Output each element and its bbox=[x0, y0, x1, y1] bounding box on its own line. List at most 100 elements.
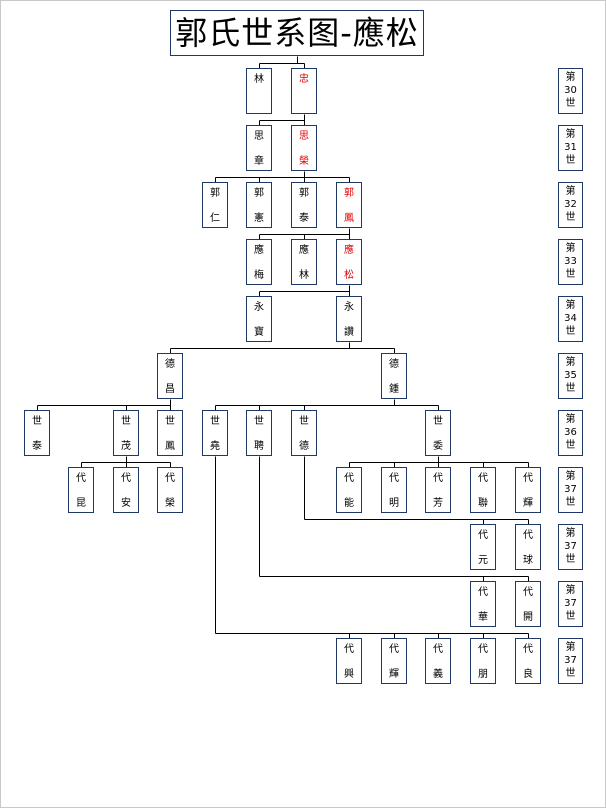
name-char: 世 bbox=[433, 416, 443, 427]
name-char: 世 bbox=[165, 416, 175, 427]
name-char: 德 bbox=[389, 359, 399, 370]
name-char: 代 bbox=[478, 644, 488, 655]
person-node: 德鍾 bbox=[381, 353, 407, 399]
name-char: 仁 bbox=[210, 213, 220, 224]
name-char: 朋 bbox=[478, 669, 488, 680]
name-char: 鳳 bbox=[165, 441, 175, 452]
name-char: 泰 bbox=[299, 213, 309, 224]
name-char: 代 bbox=[523, 530, 533, 541]
name-char: 代 bbox=[433, 473, 443, 484]
name-char: 能 bbox=[344, 498, 354, 509]
name-char: 代 bbox=[389, 644, 399, 655]
name-char: 林 bbox=[299, 270, 309, 281]
name-char: 榮 bbox=[299, 156, 309, 167]
person-node: 代聯 bbox=[470, 467, 496, 513]
name-char: 球 bbox=[523, 555, 533, 566]
person-node: 代芳 bbox=[425, 467, 451, 513]
name-char: 郭 bbox=[299, 188, 309, 199]
person-node: 郭憲 bbox=[246, 182, 272, 228]
name-char: 代 bbox=[389, 473, 399, 484]
person-node: 永讚 bbox=[336, 296, 362, 342]
person-node: 世鳳 bbox=[157, 410, 183, 456]
name-char: 昆 bbox=[76, 498, 86, 509]
person-node: 世泰 bbox=[24, 410, 50, 456]
name-char: 代 bbox=[523, 473, 533, 484]
name-char: 永 bbox=[254, 302, 264, 313]
name-char: 泰 bbox=[32, 441, 42, 452]
name-char: 寶 bbox=[254, 327, 264, 338]
name-char: 忠 bbox=[299, 74, 309, 85]
person-node: 世茂 bbox=[113, 410, 139, 456]
name-char: 世 bbox=[32, 416, 42, 427]
name-char: 應 bbox=[254, 245, 264, 256]
person-node: 應梅 bbox=[246, 239, 272, 285]
person-node: 代輝 bbox=[515, 467, 541, 513]
name-char: 永 bbox=[344, 302, 354, 313]
person-node: 應林 bbox=[291, 239, 317, 285]
person-node: 代元 bbox=[470, 524, 496, 570]
name-char: 昌 bbox=[165, 384, 175, 395]
name-char: 林 bbox=[254, 74, 264, 85]
page-title: 郭氏世系图-應松 bbox=[170, 10, 424, 56]
name-char: 義 bbox=[433, 669, 443, 680]
name-char: 思 bbox=[299, 131, 309, 142]
person-node-highlighted: 思榮 bbox=[291, 125, 317, 171]
name-char: 代 bbox=[478, 530, 488, 541]
person-node: 代義 bbox=[425, 638, 451, 684]
name-char: 德 bbox=[299, 441, 309, 452]
name-char: 德 bbox=[165, 359, 175, 370]
name-char: 興 bbox=[344, 669, 354, 680]
name-char: 代 bbox=[344, 644, 354, 655]
name-char: 世 bbox=[210, 416, 220, 427]
person-node-highlighted: 郭鳳 bbox=[336, 182, 362, 228]
name-char: 安 bbox=[121, 498, 131, 509]
name-char: 代 bbox=[165, 473, 175, 484]
person-node: 郭泰 bbox=[291, 182, 317, 228]
person-node: 代開 bbox=[515, 581, 541, 627]
person-node: 代球 bbox=[515, 524, 541, 570]
name-char: 代 bbox=[76, 473, 86, 484]
name-char: 代 bbox=[344, 473, 354, 484]
person-node: 思章 bbox=[246, 125, 272, 171]
name-char: 代 bbox=[121, 473, 131, 484]
name-char: 郭 bbox=[344, 188, 354, 199]
person-node: 世堯 bbox=[202, 410, 228, 456]
person-node: 代明 bbox=[381, 467, 407, 513]
person-node-highlighted: 忠 bbox=[291, 68, 317, 114]
name-char: 世 bbox=[121, 416, 131, 427]
person-node: 代興 bbox=[336, 638, 362, 684]
person-node: 世聘 bbox=[246, 410, 272, 456]
name-char: 世 bbox=[299, 416, 309, 427]
name-char: 郭 bbox=[210, 188, 220, 199]
name-char: 明 bbox=[389, 498, 399, 509]
name-char: 松 bbox=[344, 270, 354, 281]
name-char: 讚 bbox=[344, 327, 354, 338]
name-char: 委 bbox=[433, 441, 443, 452]
person-node: 世委 bbox=[425, 410, 451, 456]
name-char: 應 bbox=[344, 245, 354, 256]
person-node: 林 bbox=[246, 68, 272, 114]
name-char: 堯 bbox=[210, 441, 220, 452]
name-char: 輝 bbox=[389, 669, 399, 680]
name-char: 輝 bbox=[523, 498, 533, 509]
name-char: 思 bbox=[254, 131, 264, 142]
name-char: 榮 bbox=[165, 498, 175, 509]
person-node-highlighted: 應松 bbox=[336, 239, 362, 285]
name-char: 芳 bbox=[433, 498, 443, 509]
person-node: 世德 bbox=[291, 410, 317, 456]
name-char: 郭 bbox=[254, 188, 264, 199]
name-char: 世 bbox=[254, 416, 264, 427]
name-char: 聘 bbox=[254, 441, 264, 452]
name-char: 鳳 bbox=[344, 213, 354, 224]
